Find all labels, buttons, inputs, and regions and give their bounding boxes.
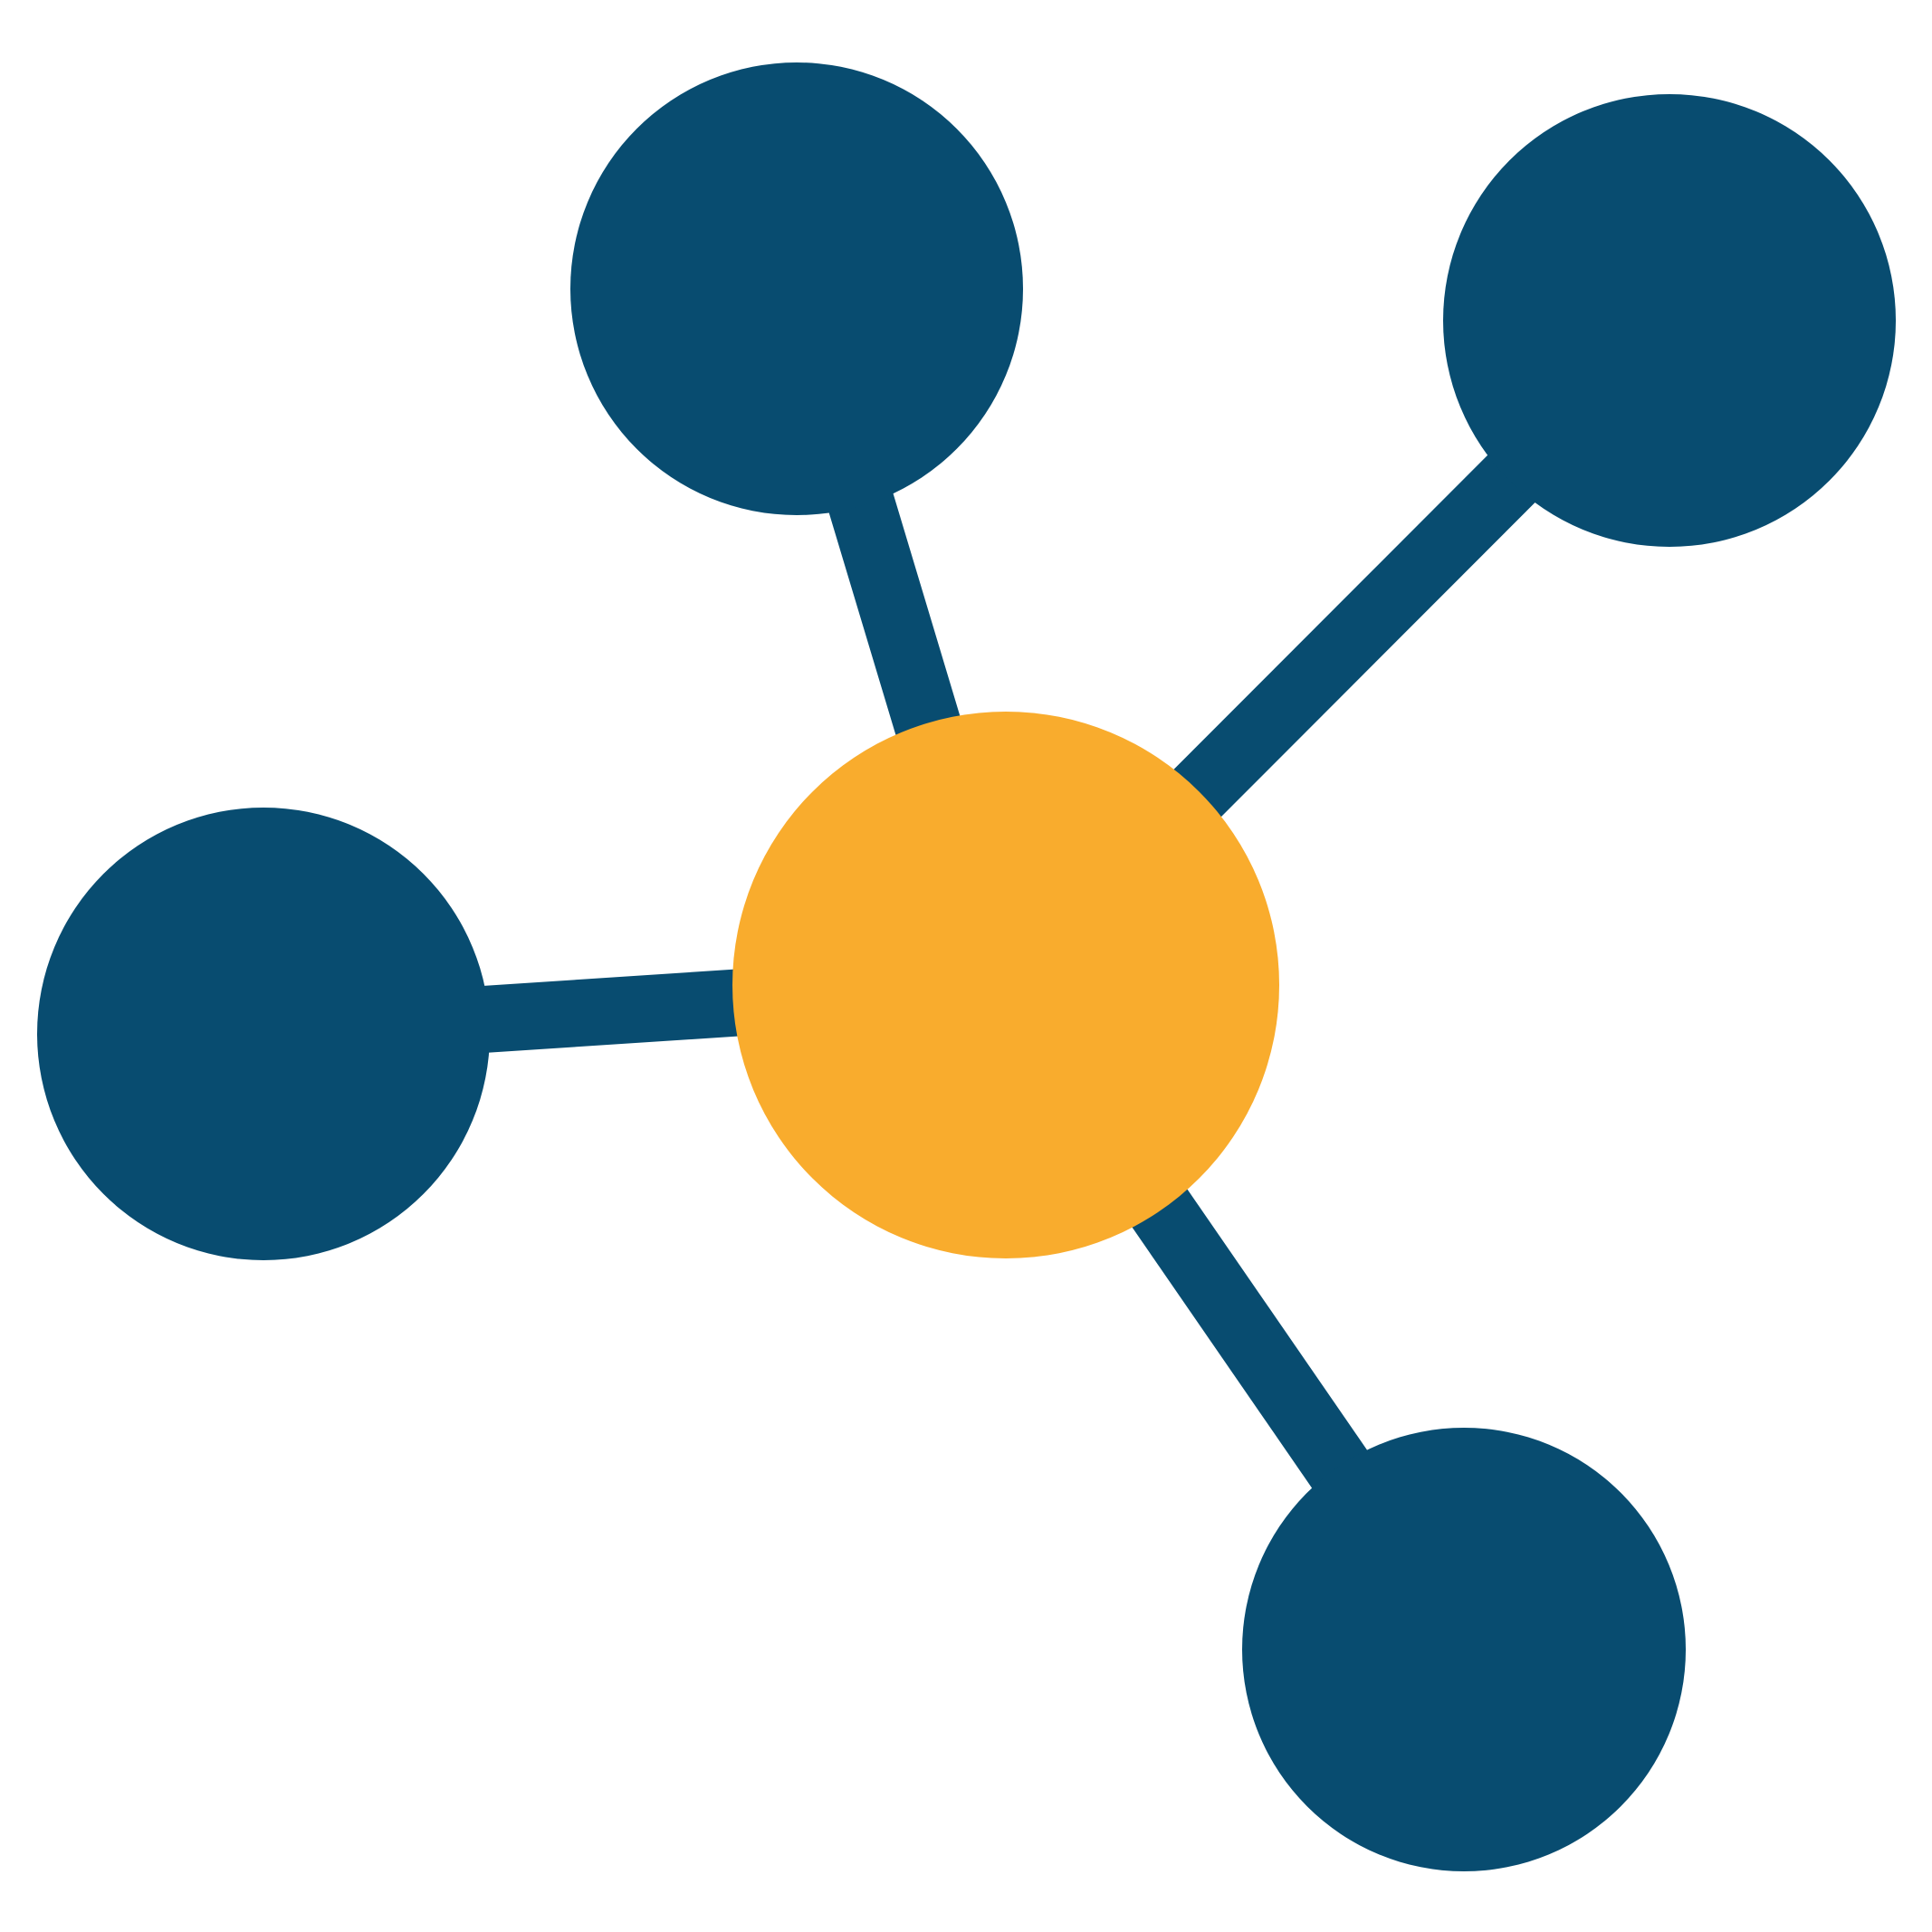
hub-node [732, 712, 1279, 1258]
node-top-right [1443, 94, 1896, 547]
node-bottom-right [1242, 1428, 1686, 1871]
node-top [570, 62, 1023, 515]
node-left [37, 808, 490, 1260]
nodes-layer [37, 62, 1896, 1871]
